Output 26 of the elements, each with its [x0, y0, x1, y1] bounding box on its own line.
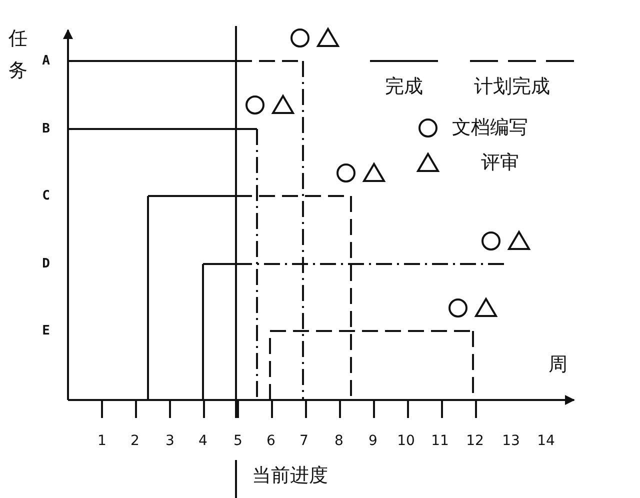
legend-label: 评审: [481, 154, 519, 172]
tick-label: 10: [397, 434, 415, 448]
progress-label: 当前进度: [252, 466, 328, 486]
tick-label: 1: [98, 434, 106, 448]
tick-label: 11: [431, 434, 449, 448]
axis-label: 任务: [8, 26, 28, 84]
row-label: B: [42, 122, 50, 136]
tick-label: 9: [368, 434, 378, 448]
tick-label: 5: [234, 434, 242, 448]
tick-label: 4: [198, 434, 208, 448]
legend-label: 完成: [385, 78, 423, 96]
row-label: A: [42, 54, 50, 68]
tick-label: 14: [537, 434, 555, 448]
tick-label: 6: [266, 434, 276, 448]
tick-label: 2: [130, 434, 140, 448]
tick-label: 3: [166, 434, 174, 448]
tick-label: 13: [502, 434, 520, 448]
tick-label: 7: [300, 434, 308, 448]
legend-label: 文档编写: [452, 118, 528, 138]
axis-label: 周: [548, 356, 568, 374]
row-label: D: [42, 258, 50, 270]
row-label: C: [42, 190, 50, 202]
tick-label: 12: [466, 434, 484, 448]
row-label: E: [42, 324, 50, 338]
legend-label: 计划完成: [474, 78, 550, 96]
tick-label: 8: [334, 434, 344, 448]
